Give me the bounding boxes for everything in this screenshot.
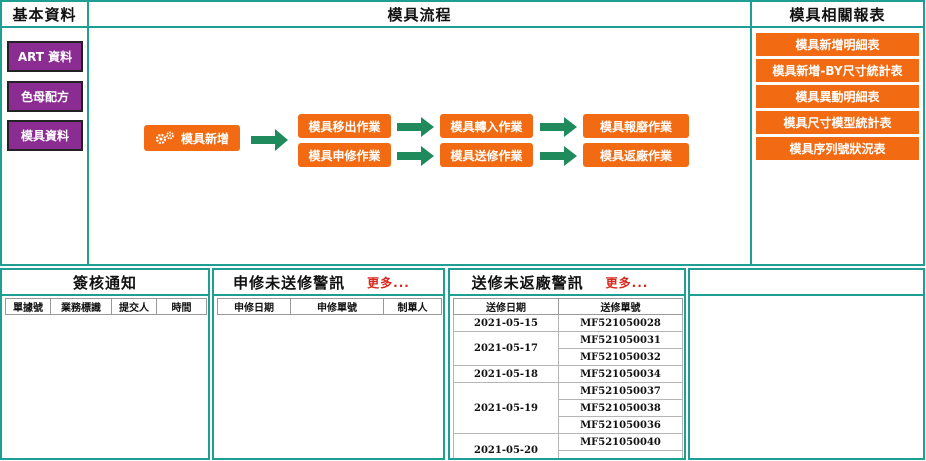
flow-arrow-1-icon xyxy=(251,129,288,151)
col-doc-no[interactable]: 單據號 xyxy=(5,298,51,315)
mold-flow-title: 模具流程 xyxy=(89,2,750,28)
send-repair-no-cell: MF521050037 xyxy=(558,382,683,400)
report-mold-add-detail-button[interactable]: 模具新增明細表 xyxy=(756,33,919,56)
signoff-notice-panel: 簽核通知 單據號 業務標識 提交人 時間 xyxy=(0,268,210,460)
col-time[interactable]: 時間 xyxy=(156,298,207,315)
col-repair-request-no[interactable]: 申修單號 xyxy=(290,298,384,315)
mold-repair-request-button[interactable]: 模具申修作業 xyxy=(298,143,391,167)
empty-panel xyxy=(688,268,925,460)
send-repair-no-cell: MF521050031 xyxy=(558,331,683,349)
flow-arrow-5-icon xyxy=(540,146,577,166)
send-repair-no-cell: MF521050028 xyxy=(558,314,683,332)
mold-transfer-in-button[interactable]: 模具轉入作業 xyxy=(440,114,533,138)
col-send-repair-date[interactable]: 送修日期 xyxy=(453,298,559,315)
mold-reports-panel: 模具相關報表 模具新增明細表 模具新增-BY尺寸統計表 模具異動明細表 模具尺寸… xyxy=(750,0,925,266)
send-repair-no-cell: MF521050032 xyxy=(558,348,683,366)
mold-data-button[interactable]: 模具資料 xyxy=(7,120,83,151)
send-repair-no-cell: MF521050034 xyxy=(558,365,683,383)
send-repair-no-cell: MF521050040 xyxy=(558,433,683,451)
report-mold-add-by-size-button[interactable]: 模具新增-BY尺寸統計表 xyxy=(756,59,919,82)
basic-data-title: 基本資料 xyxy=(2,2,87,28)
mold-return-factory-button[interactable]: 模具返廠作業 xyxy=(583,143,689,167)
mold-move-out-button[interactable]: 模具移出作業 xyxy=(298,114,391,138)
col-business-tag[interactable]: 業務標識 xyxy=(50,298,112,315)
return-factory-alert-header: 送修未返廠警訊 更多... xyxy=(450,270,684,296)
repair-request-alert-title: 申修未送修警訊 xyxy=(233,273,346,292)
flow-arrow-2-icon xyxy=(397,117,434,137)
empty-panel-header xyxy=(690,270,923,296)
signoff-table: 單據號 業務標識 提交人 時間 xyxy=(5,298,207,315)
mold-add-label: 模具新增 xyxy=(180,131,229,146)
report-mold-size-model-button[interactable]: 模具尺寸模型統計表 xyxy=(756,111,919,134)
send-repair-date-cell: 2021-05-17 xyxy=(453,331,559,366)
send-repair-no-cell: MF521050038 xyxy=(558,399,683,417)
send-repair-date-cell: 2021-05-15 xyxy=(453,314,559,332)
mold-reports-title: 模具相關報表 xyxy=(752,2,923,28)
repair-request-alert-header: 申修未送修警訊 更多... xyxy=(214,270,443,296)
send-repair-date-cell: 2021-05-19 xyxy=(453,382,559,434)
flow-arrow-4-icon xyxy=(540,117,577,137)
mold-flow-panel: 模具流程 模具新增 模具移出作業 模具申修作業 模具轉入作業 模具送修作業 模具… xyxy=(87,0,752,266)
color-formula-button[interactable]: 色母配方 xyxy=(7,81,83,112)
signoff-notice-title: 簽核通知 xyxy=(2,270,208,296)
report-mold-serial-status-button[interactable]: 模具序列號狀況表 xyxy=(756,137,919,160)
col-send-repair-no[interactable]: 送修單號 xyxy=(558,298,683,315)
return-factory-alert-title: 送修未返廠警訊 xyxy=(471,273,584,292)
repair-request-more-link[interactable]: 更多... xyxy=(367,275,410,290)
col-repair-request-date[interactable]: 申修日期 xyxy=(217,298,291,315)
art-data-button[interactable]: ART 資料 xyxy=(7,41,83,72)
table-row[interactable] xyxy=(454,450,683,458)
mold-send-repair-button[interactable]: 模具送修作業 xyxy=(440,143,533,167)
gears-icon xyxy=(155,131,175,145)
basic-data-panel: 基本資料 ART 資料 色母配方 模具資料 xyxy=(0,0,89,266)
flow-arrow-3-icon xyxy=(397,146,434,166)
send-repair-no-cell: MF521050036 xyxy=(558,416,683,434)
send-repair-no-cell xyxy=(558,450,683,458)
repair-request-table: 申修日期 申修單號 制單人 xyxy=(217,298,442,315)
return-factory-more-link[interactable]: 更多... xyxy=(605,275,649,290)
mold-add-button[interactable]: 模具新增 xyxy=(144,125,240,151)
send-repair-date-cell: 2021-05-20 xyxy=(453,433,559,458)
repair-request-alert-panel: 申修未送修警訊 更多... 申修日期 申修單號 制單人 xyxy=(212,268,445,460)
col-submitter[interactable]: 提交人 xyxy=(111,298,157,315)
mold-scrap-button[interactable]: 模具報廢作業 xyxy=(583,114,689,138)
send-repair-date-cell: 2021-05-18 xyxy=(453,365,559,383)
col-creator[interactable]: 制單人 xyxy=(383,298,442,315)
report-mold-change-detail-button[interactable]: 模具異動明細表 xyxy=(756,85,919,108)
